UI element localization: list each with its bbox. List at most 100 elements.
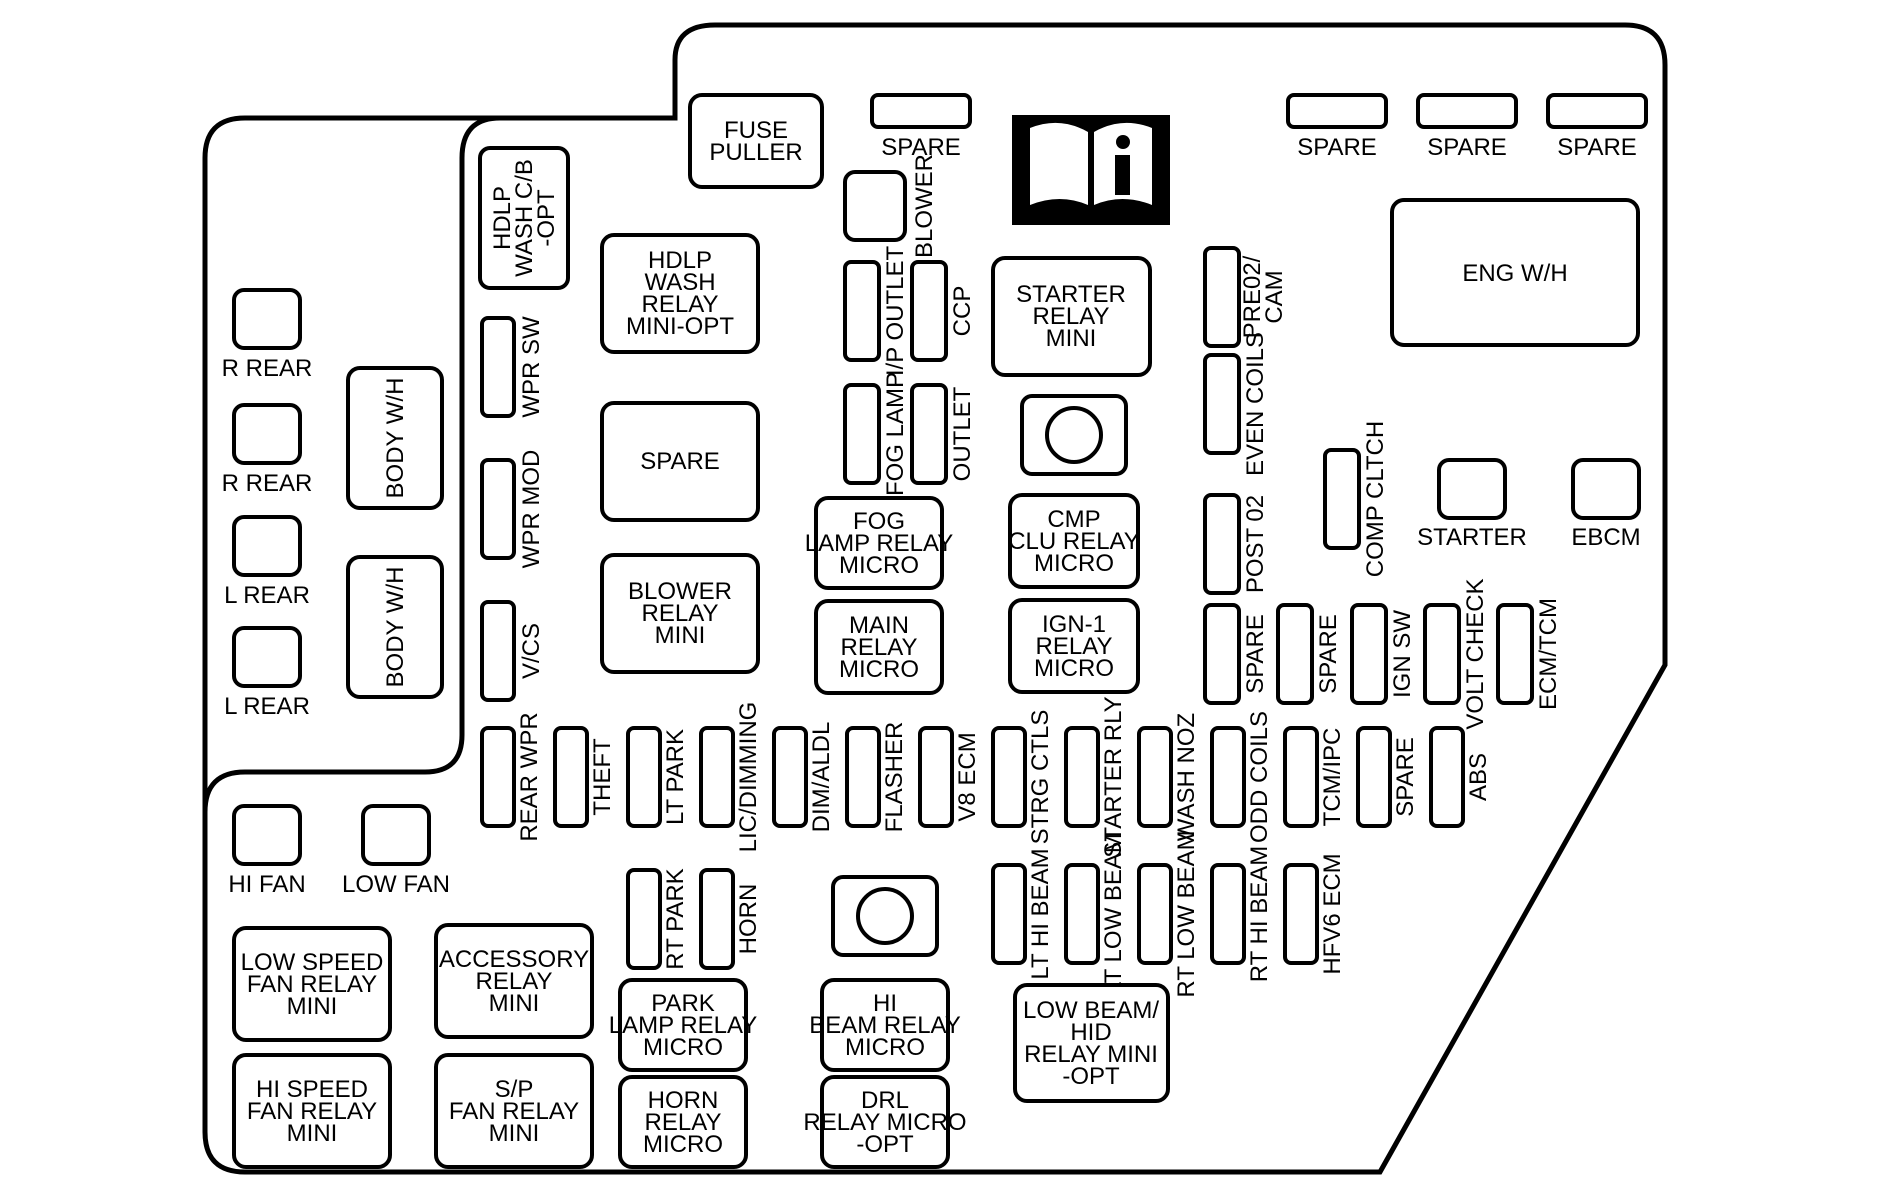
wpr-sw-fuse	[480, 316, 516, 418]
ccp-label: CCP	[949, 286, 976, 337]
low-beam-hid-relay	[1013, 983, 1170, 1103]
theft-fuse	[553, 726, 589, 828]
ecm-tcm-label: ECM/TCM	[1535, 598, 1562, 710]
hi-beam-relay	[820, 978, 950, 1072]
spare-label-right-2: SPARE	[1315, 614, 1342, 694]
rt-park-label: RT PARK	[662, 868, 689, 969]
starter-relay	[991, 256, 1152, 377]
strg-ctls-fuse	[991, 726, 1027, 828]
ip-outlet-fuse	[843, 260, 881, 362]
even-coils-label: EVEN COILS	[1242, 332, 1269, 476]
vics-label: V/CS	[518, 623, 545, 679]
spare-fuse-row	[1356, 726, 1392, 828]
info-book-icon	[1012, 115, 1170, 225]
starter-label: STARTER	[1417, 524, 1527, 551]
main-relay	[814, 599, 944, 695]
spare-relay-label: SPARE	[640, 448, 720, 475]
fuse-box-partition	[202, 115, 501, 813]
body-wh-label-2: BODY W/H	[382, 567, 409, 688]
lic-dimming-fuse	[699, 726, 735, 828]
theft-label: THEFT	[589, 738, 616, 816]
r-rear-fuse-2	[232, 403, 302, 465]
r-rear-label-1: R REAR	[222, 355, 313, 382]
spare-fuse-top-1	[870, 93, 972, 129]
spare-label-top-4: SPARE	[1557, 134, 1637, 161]
ecm-tcm-fuse	[1496, 603, 1534, 705]
spare-label-top-3: SPARE	[1427, 134, 1507, 161]
starter-fuse	[1437, 458, 1507, 520]
body-wh-connector-1	[346, 366, 444, 510]
outlet-label: OUTLET	[949, 386, 976, 481]
vics-fuse	[480, 600, 516, 702]
flasher-label: FLASHER	[881, 722, 908, 833]
dim-aldl-label: DIM/ALDL	[808, 722, 835, 833]
flasher-fuse	[845, 726, 881, 828]
rt-park-fuse	[626, 868, 662, 970]
post02-label: POST 02	[1242, 495, 1269, 593]
lic-dimming-label: LIC/DIMMING	[735, 702, 762, 853]
rt-hi-beam-label: RT HI BEAM	[1246, 846, 1273, 982]
low-speed-fan-relay	[232, 926, 392, 1042]
horn-label: HORN	[735, 884, 762, 955]
fuse-puller-box	[688, 93, 824, 189]
spare-label-row: SPARE	[1392, 737, 1419, 817]
volt-check-label: VOLT CHECK	[1462, 578, 1489, 729]
abs-fuse	[1429, 726, 1465, 828]
l-rear-label-1: L REAR	[224, 582, 310, 609]
wash-noz-fuse	[1137, 726, 1173, 828]
horn-relay	[618, 1075, 748, 1169]
body-wh-label-1: BODY W/H	[382, 378, 409, 499]
spare-label-top-2: SPARE	[1297, 134, 1377, 161]
abs-label: ABS	[1465, 753, 1492, 801]
comp-clutch-fuse	[1323, 448, 1361, 550]
spare-relay	[600, 401, 760, 522]
spare-fuse-right-2	[1276, 603, 1314, 705]
volt-check-fuse	[1423, 603, 1461, 705]
spare-label-right-1: SPARE	[1242, 614, 1269, 694]
wash-noz-label: WASH NOZ	[1173, 713, 1200, 841]
starter-rly-fuse	[1064, 726, 1100, 828]
wpr-mod-label: WPR MOD	[518, 450, 545, 569]
horn-fuse	[699, 868, 735, 970]
hfv6-ecm-label: HFV6 ECM	[1319, 853, 1346, 974]
even-coils-fuse	[1203, 353, 1241, 455]
lt-park-fuse	[626, 726, 662, 828]
stud-2-post	[856, 887, 914, 945]
rt-hi-beam-fuse	[1210, 863, 1246, 965]
mini-fuse-row: REAR WPR THEFT LT PARK LIC/DIMMING DIM/A…	[480, 696, 1492, 858]
lt-hi-beam-fuse	[991, 863, 1027, 965]
fog-lamp-label: FOG LAMP	[882, 372, 909, 496]
spare-fuse-top-3	[1416, 93, 1518, 129]
sp-fan-relay	[434, 1053, 594, 1169]
lt-low-beam-label: LT LOW BEAM	[1100, 833, 1127, 995]
dim-aldl-fuse	[772, 726, 808, 828]
wpr-mod-fuse	[480, 458, 516, 560]
park-lamp-relay	[618, 978, 748, 1072]
ebcm-label: EBCM	[1571, 524, 1640, 551]
hdlp-wash-cb-label: HDLPWASH C/B-OPT	[489, 159, 560, 277]
drl-relay	[820, 1075, 950, 1169]
outlet-fuse	[910, 383, 948, 485]
ip-outlet-label: I/P OUTLET	[882, 246, 909, 377]
r-rear-label-2: R REAR	[222, 470, 313, 497]
rear-wpr-fuse	[480, 726, 516, 828]
l-rear-fuse-2	[232, 626, 302, 688]
comp-clutch-label: COMP CLTCH	[1362, 421, 1389, 577]
hi-fan-label: HI FAN	[228, 871, 305, 898]
fog-lamp-relay	[814, 496, 944, 590]
low-fan-fuse	[361, 804, 431, 866]
hfv6-ecm-fuse	[1283, 863, 1319, 965]
spare-fuse-top-4	[1546, 93, 1648, 129]
blower-label: BLOWER	[911, 154, 938, 258]
